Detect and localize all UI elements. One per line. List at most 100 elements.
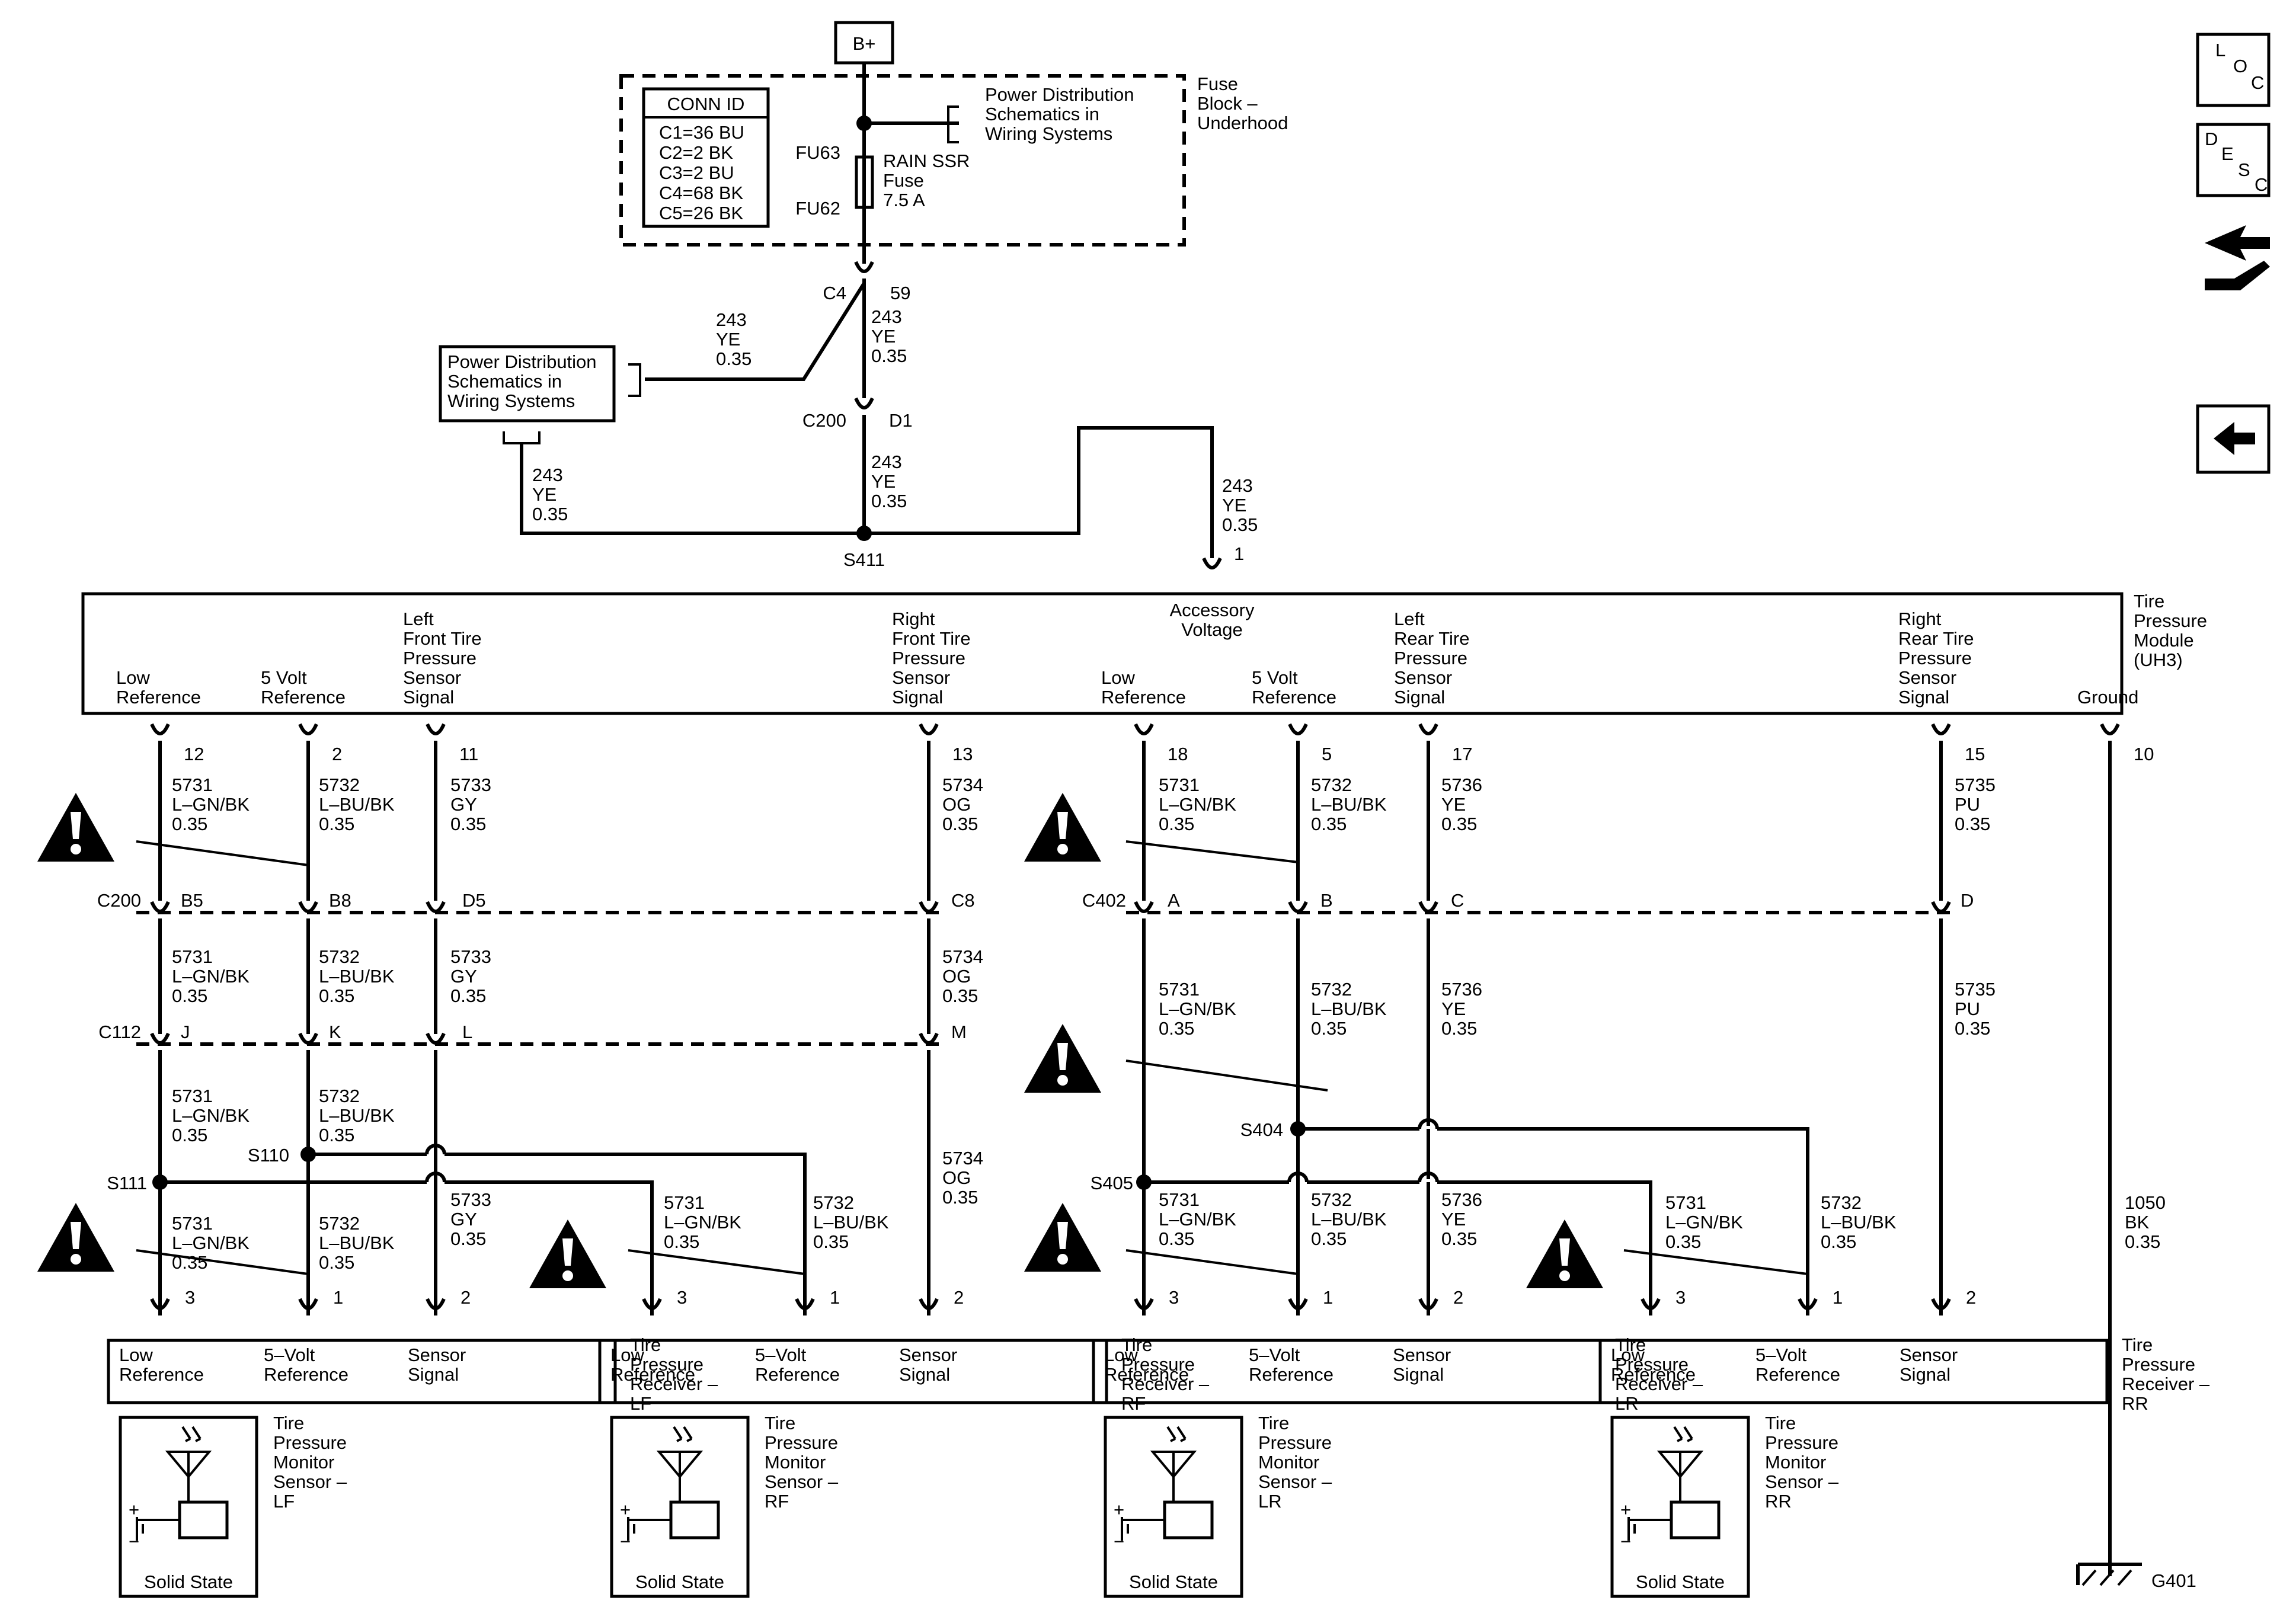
- wire-label-w5733: 0.35: [450, 985, 486, 1006]
- back-arrow-icon[interactable]: [2214, 422, 2255, 455]
- bplus-label: B+: [853, 33, 876, 54]
- loc-button[interactable]: [2196, 33, 2271, 107]
- receiver-pin: 1: [1323, 1287, 1333, 1308]
- module-pin-label: Signal: [1394, 687, 1445, 708]
- fuse-symbol: [855, 155, 874, 209]
- module-pin-label: Pressure: [1898, 648, 1972, 668]
- c112-pin: M: [951, 1022, 967, 1042]
- wire-crossover: [1418, 1118, 1439, 1129]
- connector-swap-icon[interactable]: [2205, 225, 2270, 261]
- wire-243-d-label: YE: [1222, 495, 1246, 516]
- s404-b: [1437, 1127, 1809, 1315]
- ground-hatch: [2099, 1569, 2115, 1586]
- wire-label-w5732: 0.35: [319, 985, 354, 1006]
- receiver-name: Tire: [630, 1334, 661, 1355]
- wire-crossover: [1418, 1172, 1439, 1183]
- wire-label-w5732: L–BU/BK: [1311, 998, 1387, 1019]
- wire-label-w5736: 5736: [1441, 1189, 1482, 1210]
- receiver-5v-ref: 5–Volt: [1755, 1345, 1807, 1365]
- wire-label-w5731: 5731: [1665, 1192, 1706, 1213]
- wire-243-label: 0.35: [871, 345, 907, 366]
- wire-label-w5732: 5732: [1311, 774, 1352, 795]
- battery-plus: +: [129, 1499, 139, 1520]
- shield-line: [136, 840, 309, 866]
- pds-ref-top: Power Distribution: [985, 84, 1134, 105]
- wire-label-w5731: 0.35: [664, 1231, 699, 1252]
- receiver-terminal: [1641, 1298, 1661, 1310]
- wire-243-label: 243: [871, 306, 902, 327]
- wire-label-w5736: 5736: [1441, 979, 1482, 1000]
- wire-label-w5733: 5733: [450, 1189, 491, 1210]
- module-pin-label: Reference: [1101, 687, 1186, 708]
- warning-icon-mark: [1057, 1043, 1068, 1070]
- wire-label-w5731: L–GN/BK: [1665, 1212, 1743, 1233]
- wire-label-w5732: 5732: [319, 1213, 360, 1234]
- wire-label-w5732: L–BU/BK: [319, 1105, 395, 1126]
- receiver-terminal: [1418, 1298, 1438, 1310]
- wire-label-w1050: BK: [2125, 1212, 2150, 1233]
- solid-state-label: Solid State: [635, 1571, 724, 1592]
- wire-label-w5732: 0.35: [319, 814, 354, 834]
- accessory-terminal: [1202, 557, 1222, 569]
- wire-label-w5736: YE: [1441, 998, 1466, 1019]
- s404-label: S404: [1240, 1119, 1283, 1140]
- sensor-name: Pressure: [1765, 1432, 1838, 1453]
- sensor-name: Tire: [1765, 1413, 1796, 1433]
- receiver-pin: 2: [954, 1287, 964, 1308]
- module-pin-label: Right: [1898, 609, 1942, 629]
- antenna-wave: [1687, 1438, 1693, 1442]
- c112-terminal: [298, 1032, 318, 1045]
- antenna-wave: [1170, 1438, 1176, 1442]
- wire-243-d-label: 0.35: [1222, 514, 1258, 535]
- wire-label-w5732: 5732: [319, 1086, 360, 1106]
- module-pin-label: Low: [116, 667, 150, 688]
- wire-243-c-label: 243: [532, 465, 563, 485]
- antenna-wave: [686, 1438, 692, 1442]
- tire-pressure-receiver: [598, 1339, 1108, 1404]
- pds-bottom-bracket: [503, 431, 541, 444]
- receiver-low-ref: Low: [610, 1345, 644, 1365]
- shield-line: [628, 1249, 805, 1275]
- desc-button[interactable]: [2196, 123, 2271, 197]
- conn-id-row: C3=2 BU: [659, 162, 734, 183]
- fuse-label: RAIN SSR: [883, 151, 970, 171]
- c200-pin: B8: [329, 890, 351, 911]
- pds-left-bracket: [628, 363, 641, 397]
- s110-branch-b: [445, 1153, 807, 1315]
- wrench-icon: [2205, 261, 2270, 290]
- wire-crossover: [1287, 1172, 1309, 1183]
- s405-label: S405: [1091, 1173, 1133, 1193]
- antenna-wave: [676, 1438, 682, 1442]
- warning-icon-dot: [1057, 844, 1068, 854]
- module-pin-label: Sensor: [1394, 667, 1452, 688]
- desc-icon: D: [2205, 129, 2218, 149]
- sensor-name: LR: [1258, 1491, 1282, 1512]
- antenna-wave: [673, 1426, 683, 1440]
- shield-line: [1125, 1249, 1299, 1275]
- c112-pin: L: [462, 1022, 472, 1042]
- back-button[interactable]: [2196, 404, 2271, 474]
- wire-243-branch-label: 243: [716, 309, 747, 330]
- receiver-signal: Sensor: [1900, 1345, 1958, 1365]
- antenna-wave: [1166, 1426, 1176, 1440]
- module-terminal: [1931, 723, 1951, 735]
- module-pin-number: 15: [1965, 744, 1985, 764]
- c112-pin: K: [329, 1022, 341, 1042]
- wire-label-w5733: GY: [450, 966, 477, 987]
- sensor-name: Tire: [1258, 1413, 1289, 1433]
- receiver-signal: Sensor: [1393, 1345, 1451, 1365]
- wire-label-w5731: L–GN/BK: [172, 1105, 250, 1126]
- wire-label-w5732: L–BU/BK: [1821, 1212, 1897, 1233]
- pds-ref-left: Schematics in: [447, 371, 562, 392]
- wire-label-w5732: 5732: [319, 774, 360, 795]
- wire-label-w5731: L–GN/BK: [1159, 998, 1236, 1019]
- wire-label-w5731: 5731: [172, 1086, 213, 1106]
- module-pin-label: 5 Volt: [1252, 667, 1298, 688]
- wire-243-b-label: 243: [871, 452, 902, 472]
- wire-label-w5734: OG: [942, 966, 971, 987]
- receiver-low-ref: Reference: [1104, 1364, 1189, 1385]
- tire-pressure-sensor: [119, 1416, 258, 1598]
- receiver-pin: 3: [1169, 1287, 1179, 1308]
- receiver-name: Tire: [1615, 1334, 1646, 1355]
- pds-ref-left: Power Distribution: [447, 351, 597, 372]
